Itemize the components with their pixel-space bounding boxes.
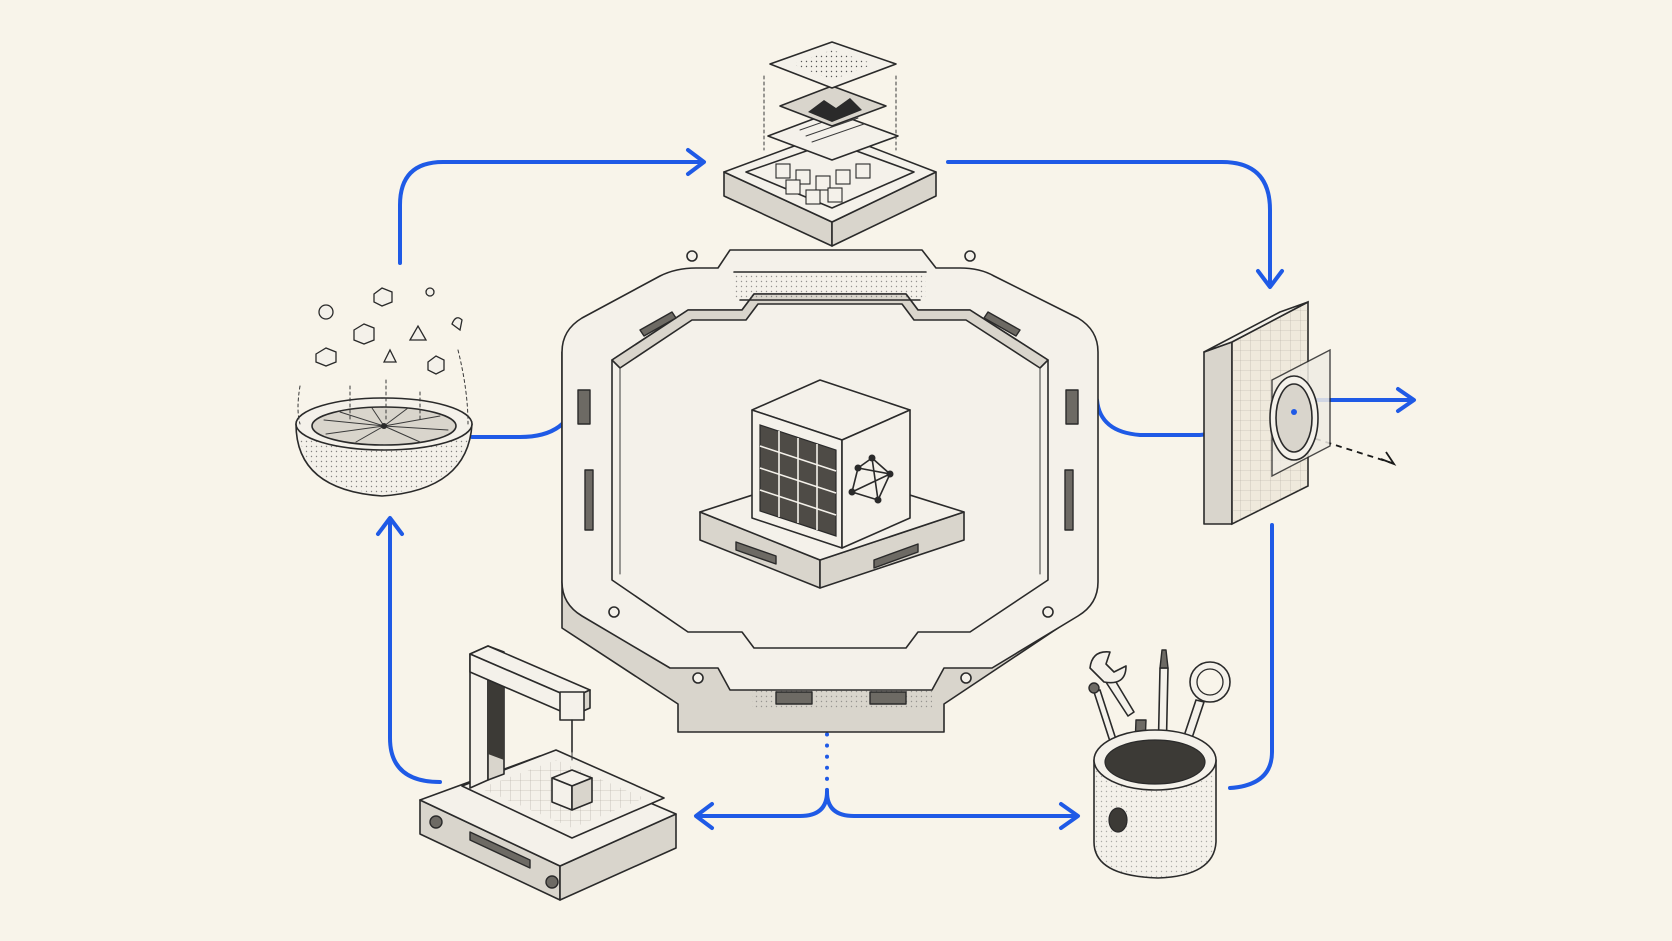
connector-stack-to-panel [946, 160, 1272, 287]
connector-split-left [695, 790, 829, 818]
flow-connectors [376, 148, 1416, 830]
dashed-arrowhead [1380, 451, 1397, 466]
tools-icon [1088, 649, 1231, 879]
connector-bowl-to-stack [398, 160, 704, 265]
connector-split-right [825, 790, 1078, 818]
arrowhead-to-machine [694, 802, 714, 830]
arrowhead-to-stack [686, 148, 706, 176]
lens-panel-icon [1203, 300, 1331, 526]
cnc-machine-icon [419, 645, 677, 901]
frame-top-texture [734, 272, 926, 298]
bowl-icon [295, 287, 473, 497]
connector-machine-to-bowl [388, 518, 442, 784]
layer-stack-icon [723, 41, 937, 247]
arrowhead-to-tools [1059, 802, 1080, 830]
connector-panel-to-tools [1228, 523, 1274, 790]
arrowhead-to-panel [1256, 269, 1284, 289]
arrowhead-to-bowl [376, 516, 404, 536]
arrowhead-output [1396, 387, 1416, 413]
octagon-frame [561, 249, 1099, 733]
cube-network-icon [699, 379, 965, 589]
network-graph-icon [848, 454, 894, 504]
